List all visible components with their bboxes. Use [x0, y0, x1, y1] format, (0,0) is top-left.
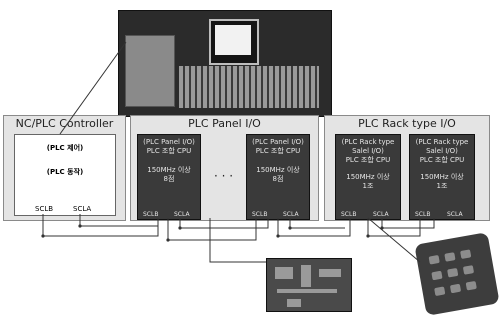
wire-bus-2: [80, 214, 158, 226]
wire-bus-4: [180, 218, 268, 228]
wire-bus-7: [368, 218, 420, 236]
wire-bus-6: [290, 218, 345, 228]
wire-controller-photo: [60, 42, 126, 134]
wire-bus-1: [43, 214, 158, 236]
wire-bus-8: [382, 218, 434, 228]
wire-to-block: [368, 218, 420, 262]
